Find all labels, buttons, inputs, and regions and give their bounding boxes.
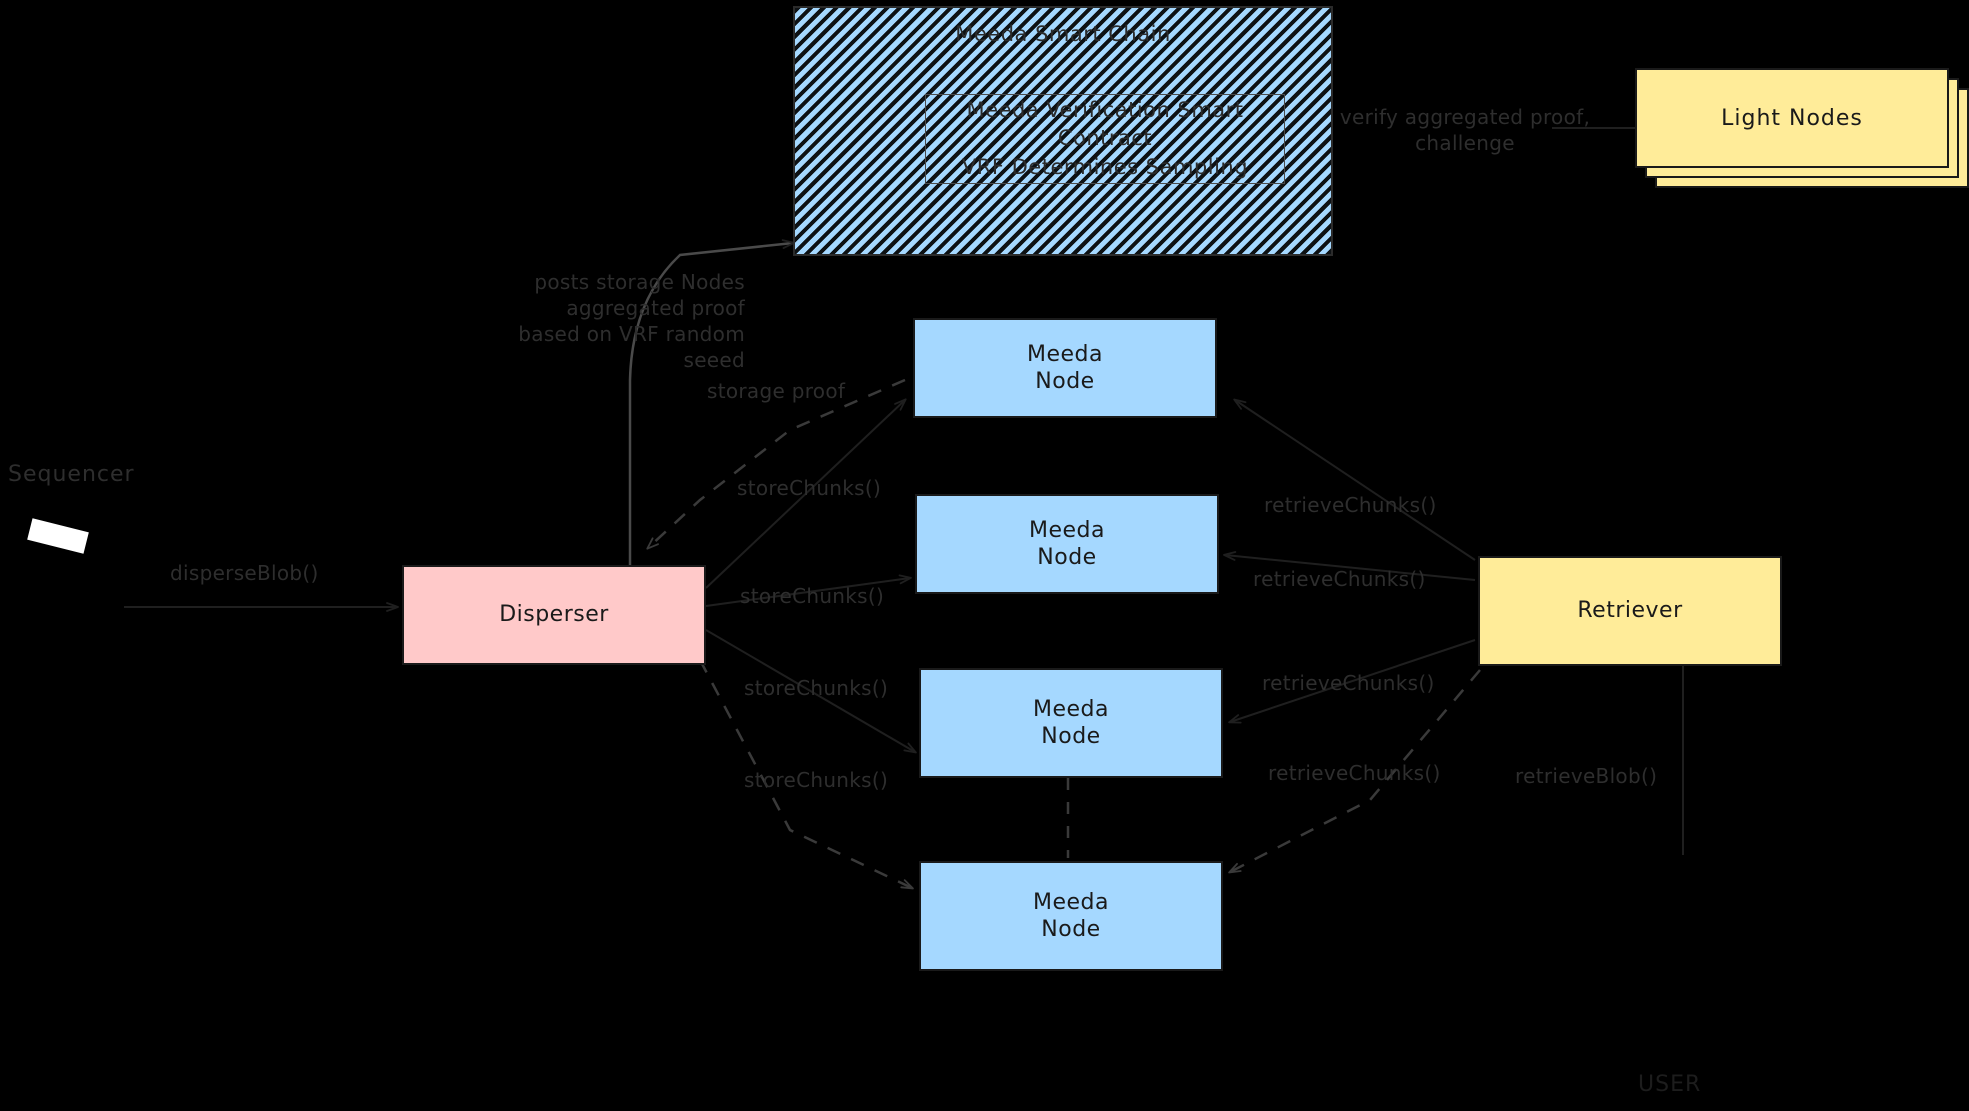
edge-label-store-chunks-3: storeChunks(): [744, 676, 889, 700]
edge-label-retrieve-chunks-4: retrieveChunks(): [1268, 761, 1441, 785]
edge-label-store-chunks-4: storeChunks(): [744, 768, 889, 792]
edge-label-disperse-blob: disperseBlob(): [170, 561, 319, 585]
user-label: USER: [1638, 1072, 1702, 1097]
edge-store-chunks-2: [705, 574, 912, 607]
light-nodes-stack[interactable]: Light Nodes: [1635, 68, 1969, 188]
edge-retrieve-chunks-2: [1223, 551, 1476, 581]
edge-store-chunks-1: [705, 398, 907, 589]
edge-retrieve-chunks-1: [1233, 398, 1476, 561]
edge-label-retrieve-chunks-1: retrieveChunks(): [1264, 493, 1437, 517]
edge-label-store-chunks-2: storeChunks(): [740, 584, 885, 608]
edge-store-chunks-3: [705, 629, 917, 754]
edge-label-posts-proof: posts storage Nodes aggregated proof bas…: [518, 270, 745, 372]
edge-label-store-chunks-1: storeChunks(): [737, 476, 882, 500]
edge-posts-proof: [628, 239, 795, 565]
disperser-node[interactable]: Disperser: [402, 565, 706, 665]
edge-store-chunks-4: [698, 659, 914, 890]
retriever-node[interactable]: Retriever: [1478, 556, 1782, 666]
edge-retrieve-chunks-4: [1228, 669, 1481, 874]
meeda-node-2[interactable]: Meeda Node: [915, 494, 1219, 594]
light-nodes-card-front: [1635, 68, 1949, 168]
smart-chain-title: Meeda Smart Chain: [955, 22, 1171, 46]
edge-label-retrieve-blob: retrieveBlob(): [1515, 764, 1658, 788]
edge-label-retrieve-chunks-2: retrieveChunks(): [1253, 567, 1426, 591]
meeda-node-4[interactable]: Meeda Node: [919, 861, 1223, 971]
edge-label-storage-proof: storage proof: [707, 379, 846, 403]
smart-chain-inner-text: Meeda Verification Smart Contract VRF De…: [961, 98, 1249, 179]
meeda-node-1[interactable]: Meeda Node: [913, 318, 1217, 418]
edge-label-verify-challenge: verify aggregated proof, challenge: [1339, 105, 1591, 155]
meeda-node-3[interactable]: Meeda Node: [919, 668, 1223, 778]
edge-storage-proof: [646, 378, 906, 550]
edge-retrieve-chunks-3: [1228, 639, 1476, 724]
sequencer-label: Sequencer: [8, 462, 135, 487]
light-nodes-label: Light Nodes: [1721, 105, 1863, 131]
meeda-smart-chain-box[interactable]: [793, 6, 1333, 256]
edge-label-retrieve-chunks-3: retrieveChunks(): [1262, 671, 1435, 695]
meeda-verification-contract-box[interactable]: [925, 94, 1285, 184]
